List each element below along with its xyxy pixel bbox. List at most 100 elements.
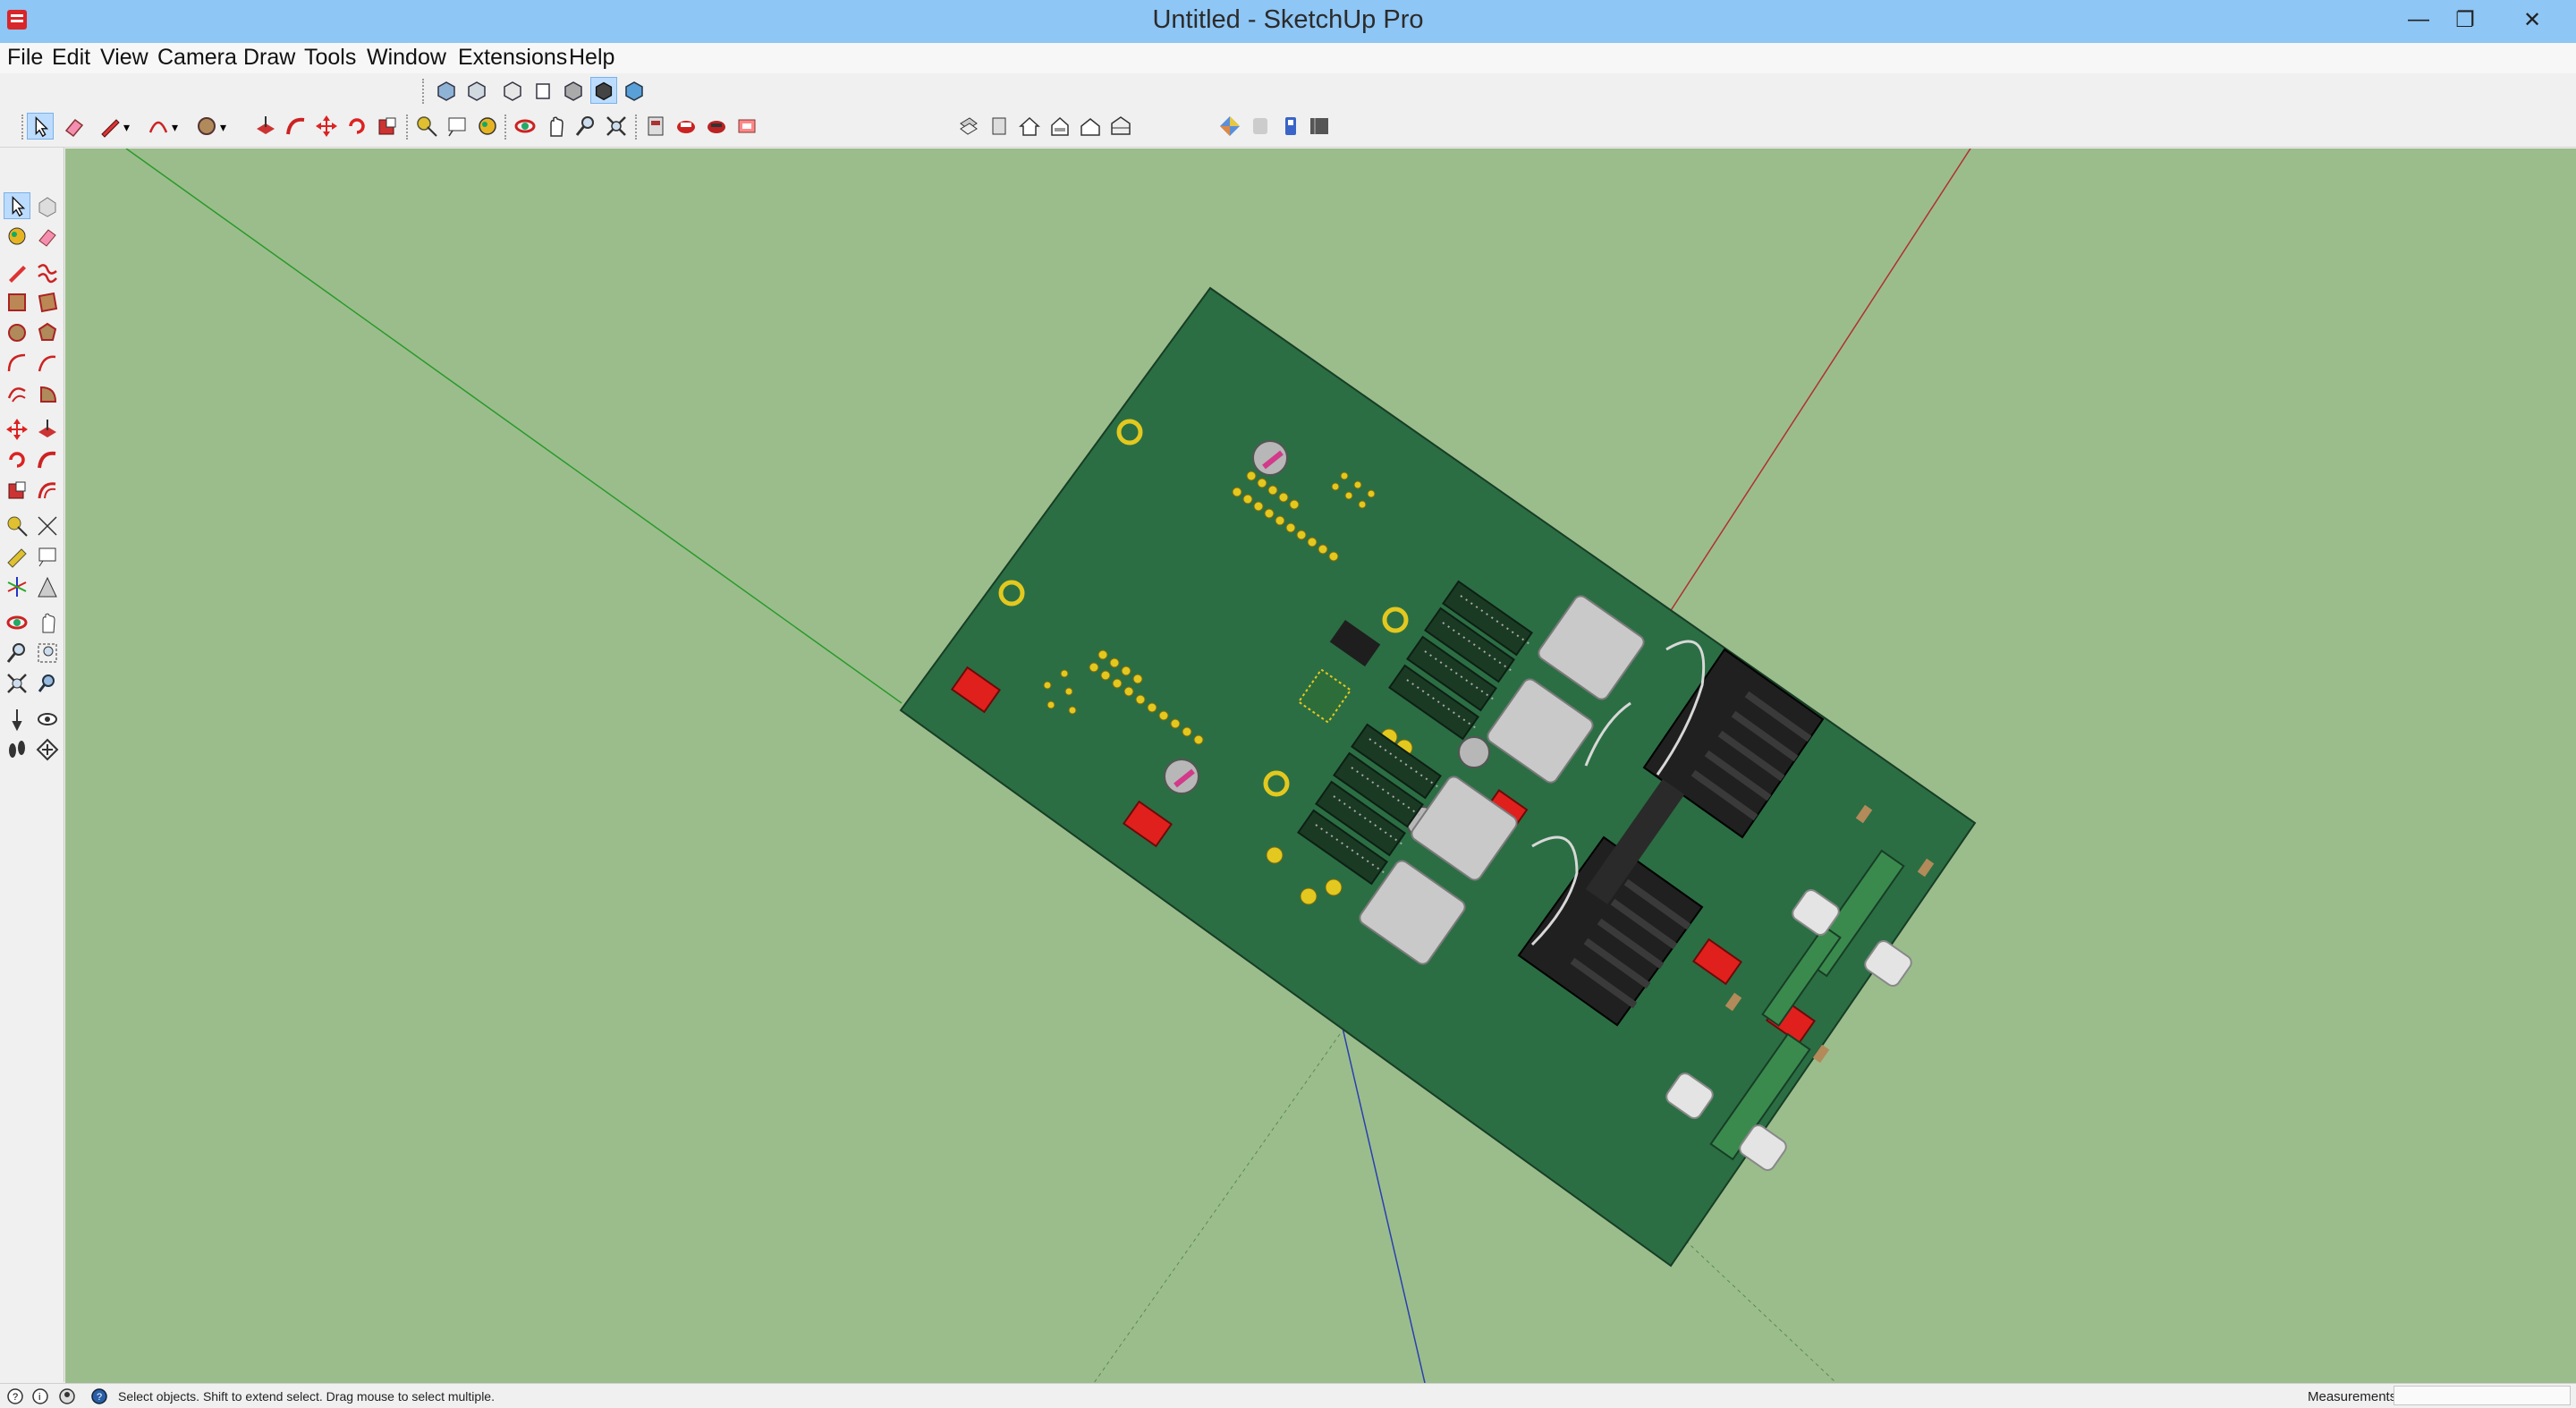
zoom-icon[interactable] (572, 113, 599, 140)
iso-view-icon[interactable] (433, 77, 460, 104)
shaded-textures-icon[interactable] (621, 77, 648, 104)
send-to-layout-icon[interactable] (733, 113, 760, 140)
three-point-arc-icon[interactable] (4, 380, 30, 407)
axes-icon[interactable] (4, 573, 30, 600)
zoom-extents-icon[interactable] (4, 670, 30, 697)
left-view-icon[interactable] (590, 77, 617, 104)
model-viewport[interactable] (65, 148, 2576, 1383)
paint-bucket-icon[interactable] (4, 223, 30, 250)
select-icon[interactable] (27, 113, 54, 140)
arc-icon[interactable] (145, 113, 172, 140)
menu-extensions[interactable]: Extensions (458, 45, 568, 70)
menu-tools[interactable]: Tools (304, 45, 357, 70)
toolbar-grip[interactable] (504, 115, 508, 140)
make-component-icon[interactable] (34, 192, 61, 219)
close-button[interactable]: ✕ (2522, 7, 2542, 32)
follow-me-icon[interactable] (283, 113, 309, 140)
chevron-down-icon[interactable]: ▾ (172, 120, 179, 134)
minimize-button[interactable]: — (2408, 7, 2429, 31)
right-view-icon[interactable] (530, 77, 556, 104)
text-icon[interactable] (34, 543, 61, 570)
previous-icon[interactable] (34, 670, 61, 697)
measurements-input[interactable] (2394, 1386, 2571, 1405)
section-plane-icon[interactable] (955, 113, 982, 140)
rotated-rectangle-icon[interactable] (34, 289, 61, 316)
daughter-boards[interactable] (1709, 849, 1905, 1161)
scale-icon[interactable] (374, 113, 401, 140)
follow-me-icon[interactable] (34, 446, 61, 473)
select-icon[interactable] (4, 192, 30, 219)
tape-measure-icon[interactable] (4, 513, 30, 539)
menu-window[interactable]: Window (367, 45, 446, 70)
maximize-button[interactable]: ❐ (2455, 7, 2475, 32)
pin-headers[interactable] (1043, 471, 1413, 905)
top-view-icon[interactable] (463, 77, 490, 104)
zoom-icon[interactable] (4, 640, 30, 666)
fog-icon[interactable] (1247, 113, 1274, 140)
pan-icon[interactable] (542, 113, 569, 140)
mounting-holes[interactable] (998, 419, 1409, 797)
eraser-icon[interactable] (34, 223, 61, 250)
protractor-icon[interactable] (4, 543, 30, 570)
look-around-icon[interactable] (34, 706, 61, 733)
freehand-icon[interactable] (34, 259, 61, 285)
toolbar-grip[interactable] (422, 79, 426, 104)
offset-icon[interactable] (34, 477, 61, 504)
chevron-down-icon[interactable]: ▾ (123, 120, 131, 134)
toolbar-grip[interactable] (406, 115, 410, 140)
menu-edit[interactable]: Edit (52, 45, 91, 70)
dimension-icon[interactable] (34, 513, 61, 539)
menu-view[interactable]: View (100, 45, 148, 70)
circle-icon[interactable] (4, 319, 30, 346)
right-icon[interactable] (1077, 113, 1104, 140)
move-icon[interactable] (4, 416, 30, 443)
front-view-icon[interactable] (499, 77, 526, 104)
position-camera-icon[interactable] (4, 706, 30, 733)
line-icon[interactable] (4, 259, 30, 285)
tape-measure-icon[interactable] (413, 113, 440, 140)
display-icon[interactable] (1306, 113, 1333, 140)
menu-help[interactable]: Help (569, 45, 615, 70)
zoom-extents-icon[interactable] (603, 113, 630, 140)
pan-icon[interactable] (34, 609, 61, 636)
styles-icon[interactable] (1107, 113, 1134, 140)
geo-location-icon[interactable]: ? i ? (5, 1387, 113, 1406)
pencil-icon[interactable] (97, 113, 123, 140)
toolbar-grip[interactable] (21, 115, 25, 140)
rotate-icon[interactable] (4, 446, 30, 473)
walk-icon[interactable] (4, 736, 30, 763)
transformers[interactable] (1357, 593, 1647, 967)
toolbar-grip[interactable] (635, 115, 639, 140)
shadows-icon[interactable] (1216, 113, 1243, 140)
front-icon[interactable] (1046, 113, 1073, 140)
menu-file[interactable]: File (7, 45, 44, 70)
push-pull-icon[interactable] (252, 113, 279, 140)
back-view-icon[interactable] (560, 77, 587, 104)
arc-icon[interactable] (4, 350, 30, 377)
rectangle-icon[interactable] (4, 289, 30, 316)
layout-icon[interactable] (703, 113, 730, 140)
zoom-window-icon[interactable] (34, 640, 61, 666)
orbit-icon[interactable] (4, 609, 30, 636)
edge-style-icon[interactable] (1277, 113, 1304, 140)
house-icon[interactable] (1016, 113, 1043, 140)
orbit-icon[interactable] (512, 113, 538, 140)
two-point-arc-icon[interactable] (34, 350, 61, 377)
move-icon[interactable] (313, 113, 340, 140)
push-pull-icon[interactable] (34, 416, 61, 443)
chevron-down-icon[interactable]: ▾ (220, 120, 227, 134)
section-plane-icon[interactable] (34, 736, 61, 763)
menu-camera[interactable]: Camera (157, 45, 237, 70)
3d-text-icon[interactable] (34, 573, 61, 600)
top-icon[interactable] (986, 113, 1013, 140)
ic-chips[interactable] (1297, 619, 1381, 724)
menu-draw[interactable]: Draw (243, 45, 296, 70)
rotate-icon[interactable] (343, 113, 370, 140)
extension-warehouse-icon[interactable] (673, 113, 699, 140)
circle-icon[interactable] (193, 113, 220, 140)
polygon-icon[interactable] (34, 319, 61, 346)
white-cylinders[interactable] (1664, 887, 1914, 1173)
text-icon[interactable] (444, 113, 470, 140)
connector-blocks[interactable] (1297, 580, 1533, 886)
warehouse-icon[interactable] (642, 113, 669, 140)
